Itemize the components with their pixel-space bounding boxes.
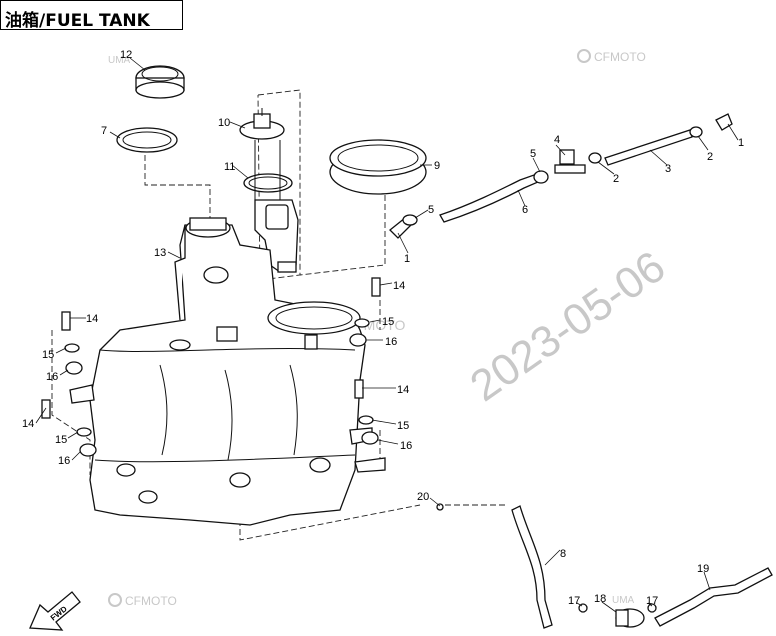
callout-5: 5 <box>428 204 434 216</box>
callout-14: 14 <box>86 313 98 325</box>
leader-lines <box>35 57 739 613</box>
lower-hoses <box>436 503 773 629</box>
callout-15: 15 <box>397 420 409 432</box>
fuel-cap <box>135 65 185 99</box>
callout-1: 1 <box>738 137 744 149</box>
watermark-date: 2023-05-06 <box>462 242 674 411</box>
callout-17: 17 <box>646 595 658 607</box>
callout-2: 2 <box>613 173 619 185</box>
fuel-pump <box>239 108 299 273</box>
watermark-stamp-bottom: UMA <box>612 595 635 606</box>
page-title: 油箱/FUEL TANK <box>5 11 150 31</box>
callout-1: 1 <box>404 253 410 265</box>
pump-lock-ring <box>329 139 427 195</box>
title-box: 油箱/FUEL TANK <box>0 0 183 31</box>
callout-12: 12 <box>120 49 132 61</box>
watermark-stamp-top: UMA <box>108 55 131 66</box>
callout-9: 9 <box>434 160 440 172</box>
callout-7: 7 <box>101 125 107 137</box>
callout-2: 2 <box>707 151 713 163</box>
callout-14: 14 <box>393 280 405 292</box>
callout-10: 10 <box>218 117 230 129</box>
callout-20: 20 <box>417 491 429 503</box>
callout-14: 14 <box>397 384 409 396</box>
watermark-brand-top: CFMOTO <box>594 50 646 64</box>
brand-watermark-bottom: CFMOTO <box>108 593 177 608</box>
callout-18: 18 <box>594 593 606 605</box>
callouts: 1 1 2 2 3 4 5 5 6 7 8 9 10 11 12 13 14 1… <box>22 49 744 607</box>
callout-3: 3 <box>665 163 671 175</box>
callout-4: 4 <box>554 134 560 146</box>
callout-16: 16 <box>385 336 397 348</box>
callout-11: 11 <box>224 161 235 173</box>
filler-seal-ring <box>116 127 178 153</box>
callout-16: 16 <box>46 371 58 383</box>
callout-6: 6 <box>522 204 528 216</box>
brand-watermark-top: CFMOTO <box>577 49 646 64</box>
callout-16: 16 <box>400 440 412 452</box>
fasteners <box>41 277 381 457</box>
callout-17: 17 <box>568 595 580 607</box>
callout-13: 13 <box>154 247 166 259</box>
callout-15: 15 <box>55 434 67 446</box>
watermark-brand-bottom: CFMOTO <box>125 594 177 608</box>
vent-hoses <box>389 113 733 239</box>
callout-15: 15 <box>382 316 394 328</box>
callout-5: 5 <box>530 148 536 160</box>
callout-16: 16 <box>58 455 70 467</box>
callout-8: 8 <box>560 548 566 560</box>
callout-19: 19 <box>697 563 709 575</box>
callout-14: 14 <box>22 418 34 430</box>
fwd-arrow: FWD <box>29 591 81 631</box>
callout-15: 15 <box>42 349 54 361</box>
fuel-tank-body <box>69 217 386 526</box>
